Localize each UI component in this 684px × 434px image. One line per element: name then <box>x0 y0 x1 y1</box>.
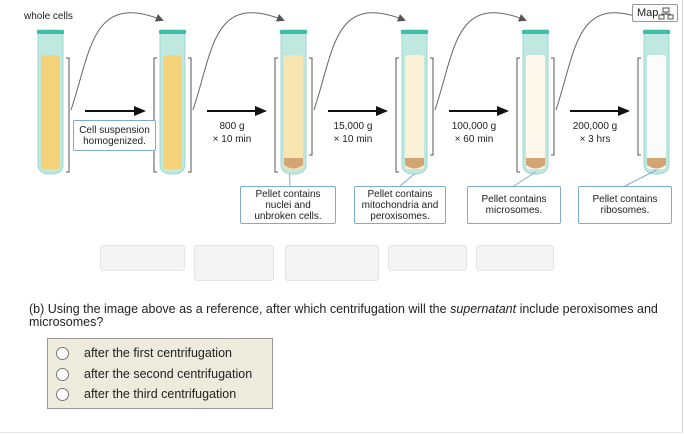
radio-button-3[interactable] <box>56 387 69 401</box>
transfer-curve-3 <box>313 12 406 111</box>
answer-slot-5[interactable] <box>476 245 554 271</box>
pellet-box-3: Pellet contains microsomes. <box>467 186 561 224</box>
tube-liquid <box>284 55 303 169</box>
tube-rim <box>401 30 428 34</box>
volume-bracket-right <box>430 57 434 156</box>
pellet-connector-2 <box>399 173 415 187</box>
option-third-centrifugation[interactable]: after the third centrifugation <box>56 386 236 402</box>
tube-liquid <box>526 55 545 169</box>
question-prefix: (b) Using the image above as a reference… <box>29 302 451 316</box>
question-emphasis: supernatant <box>450 302 517 316</box>
transfer-curve-4 <box>434 12 527 111</box>
volume-bracket-right <box>188 57 192 173</box>
tube-pellet <box>647 158 666 169</box>
question-suffix: include peroxisomes and microsomes? <box>29 302 658 329</box>
volume-bracket-left <box>637 57 641 156</box>
volume-bracket-right <box>309 57 313 156</box>
step-3-time: × 60 min <box>454 134 494 145</box>
option-label-1: after the first centrifugation <box>84 346 232 360</box>
transfer-curve-5 <box>555 12 648 111</box>
tube-6 <box>637 29 670 175</box>
centrifugation-diagram <box>37 12 670 187</box>
volume-bracket-right <box>551 57 555 156</box>
tube-rim <box>37 30 64 34</box>
step-2-speed: 15,000 g <box>333 121 373 132</box>
tube-pellet <box>405 158 424 169</box>
tube-1 <box>37 29 70 175</box>
step-1-time: × 10 min <box>212 134 252 145</box>
pellet-connector-1 <box>289 173 291 187</box>
transfer-curves <box>70 12 648 111</box>
answer-slot-2[interactable] <box>194 245 274 281</box>
volume-bracket-left <box>153 57 157 173</box>
tube-pellet <box>284 158 303 169</box>
step-2-time: × 10 min <box>333 134 373 145</box>
radio-button-2[interactable] <box>56 367 69 381</box>
step-4-time: × 3 hrs <box>579 134 611 145</box>
tube-4 <box>395 29 434 175</box>
pellet-connectors <box>289 169 657 187</box>
volume-bracket-left <box>395 57 399 173</box>
volume-bracket-left <box>274 57 278 173</box>
map-icon <box>658 7 674 20</box>
map-button[interactable]: Map <box>632 4 678 22</box>
question-text: (b) Using the image above as a reference… <box>29 303 669 329</box>
answer-choices: after the first centrifugation after the… <box>47 338 273 409</box>
step-4-speed: 200,000 g <box>572 121 618 132</box>
answer-slot-4[interactable] <box>388 245 467 271</box>
tube-liquid <box>41 55 60 169</box>
tube-3 <box>274 29 313 175</box>
option-label-2: after the second centrifugation <box>84 367 253 381</box>
tube-pellet <box>526 158 545 169</box>
answer-slot-3[interactable] <box>285 245 379 281</box>
radio-button-1[interactable] <box>56 346 69 360</box>
tube-rim <box>643 30 670 34</box>
homogenize-box: Cell suspension homogenized. <box>73 120 156 151</box>
pellet-box-2: Pellet contains mitochondria and peroxis… <box>354 186 446 224</box>
volume-bracket-left <box>516 57 520 173</box>
pellet-box-4: Pellet contains ribosomes. <box>578 186 672 224</box>
volume-bracket <box>66 57 70 173</box>
tube-liquid <box>647 55 666 169</box>
transfer-curve-1 <box>70 12 164 111</box>
tubes-layer <box>37 29 670 175</box>
tube-liquid <box>405 55 424 169</box>
tube-rim <box>522 30 549 34</box>
option-second-centrifugation[interactable]: after the second centrifugation <box>56 366 252 382</box>
tube-rim <box>159 30 186 34</box>
tube-liquid <box>163 55 182 169</box>
tube-2 <box>153 29 192 175</box>
transfer-curve-2 <box>192 12 285 111</box>
pellet-connector-3 <box>513 171 536 187</box>
answer-slot-1[interactable] <box>100 245 185 271</box>
step-3-speed: 100,000 g <box>451 121 497 132</box>
tube-rim <box>280 30 307 34</box>
pellet-box-1: Pellet contains nuclei and unbroken cell… <box>240 186 336 224</box>
option-label-3: after the third centrifugation <box>84 387 237 401</box>
tube-5 <box>516 29 555 175</box>
step-1-speed: 800 g <box>219 121 245 132</box>
whole-cells-label: whole cells <box>24 11 73 22</box>
option-first-centrifugation[interactable]: after the first centrifugation <box>56 345 232 361</box>
pellet-connector-4 <box>624 169 657 187</box>
map-button-label: Map <box>637 7 659 19</box>
